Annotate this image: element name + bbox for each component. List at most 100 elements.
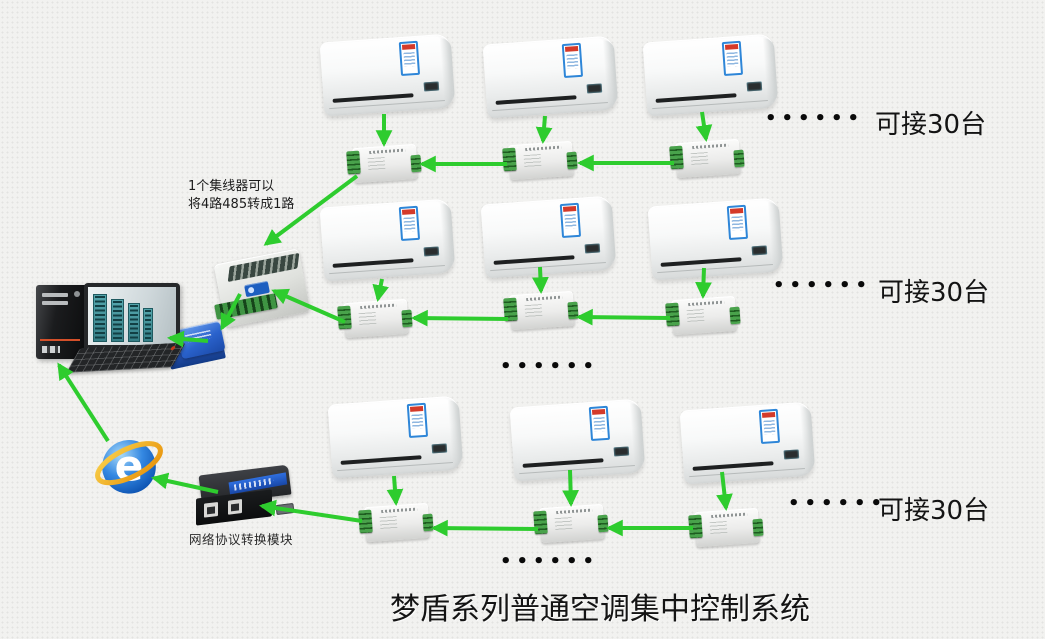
- ac-endcap: [600, 199, 617, 267]
- air-conditioner: [482, 35, 619, 119]
- ac-body: [319, 33, 456, 117]
- ac-body: [642, 33, 779, 117]
- ac-endcap: [762, 37, 779, 105]
- air-conditioner: [327, 395, 464, 479]
- terminal-block: [337, 305, 352, 330]
- controller-markings: [524, 304, 543, 320]
- arrow-controller-chain: [410, 309, 509, 327]
- rj45-port: [228, 499, 242, 515]
- ac-display: [613, 446, 629, 457]
- air-conditioner: [509, 398, 646, 482]
- controller-label: [360, 303, 397, 310]
- row3-capacity-label: 可接30台: [878, 496, 990, 526]
- arrow-ac-to-controller: [535, 115, 553, 145]
- controller-label: [369, 148, 406, 155]
- ie-logo-svg: e: [95, 440, 163, 494]
- air-conditioner: [319, 198, 456, 282]
- energy-label-sticker: [759, 408, 781, 445]
- terminal-block: [503, 297, 518, 322]
- terminal-block: [358, 509, 373, 534]
- ac-controller-module: [533, 503, 609, 544]
- ac-display: [584, 243, 600, 254]
- ac-body: [482, 35, 619, 119]
- ac-body: [509, 398, 646, 482]
- controller-body: [674, 138, 742, 179]
- terminal-block: [688, 514, 703, 539]
- internet-explorer-icon: e: [92, 428, 166, 502]
- ac-controller-module: [346, 143, 422, 184]
- energy-label-sticker: [589, 405, 611, 442]
- controller-markings: [686, 309, 705, 325]
- ac-body: [480, 195, 617, 279]
- arrow-controller-chain: [430, 519, 539, 537]
- ac-controller-module: [503, 290, 579, 331]
- controller-label: [381, 507, 418, 514]
- ac-body: [319, 198, 456, 282]
- controller-label: [711, 512, 748, 519]
- ac-display: [746, 81, 762, 92]
- terminal-block: [752, 518, 764, 537]
- server-rack-image: [110, 298, 125, 342]
- controller-body: [342, 298, 410, 339]
- terminal-block: [346, 150, 361, 175]
- controller-label: [692, 143, 729, 150]
- terminal-block: [422, 513, 434, 532]
- terminal-block: [665, 302, 680, 327]
- ac-controller-module: [337, 298, 413, 339]
- ac-air-vent: [332, 258, 414, 269]
- arrow-ac-to-controller: [695, 111, 713, 142]
- diagram-title: 梦盾系列普通空调集中控制系统: [390, 592, 810, 627]
- ac-display: [586, 83, 602, 94]
- ac-endcap: [439, 202, 456, 270]
- bottom-ellipsis-dots: ••••••: [500, 551, 600, 572]
- ac-air-vent: [655, 93, 737, 104]
- row3-ellipsis-dots: ••••••: [788, 493, 888, 514]
- ac-controller-module: [502, 140, 578, 181]
- controller-body: [670, 295, 738, 336]
- controller-label: [525, 145, 562, 152]
- network-module-label: 网络协议转换模块: [189, 532, 294, 547]
- ac-body: [647, 197, 784, 281]
- arrow-ac-to-controller: [386, 475, 404, 507]
- ac-air-vent: [332, 93, 414, 104]
- terminal-block: [567, 301, 579, 320]
- energy-label-sticker: [560, 202, 582, 239]
- energy-label-sticker: [399, 40, 421, 77]
- terminal-block: [401, 309, 413, 328]
- energy-label-sticker: [727, 204, 749, 241]
- energy-label-sticker: [399, 205, 421, 242]
- drive-bay: [42, 301, 68, 305]
- power-button-icon: [74, 291, 80, 297]
- ac-air-vent: [660, 257, 742, 268]
- controller-markings: [358, 312, 377, 328]
- air-conditioner: [679, 401, 816, 485]
- controller-label: [526, 295, 563, 302]
- air-conditioner: [480, 195, 617, 279]
- ac-endcap: [447, 399, 464, 467]
- tower-accent-line: [40, 339, 80, 341]
- controller-body: [538, 503, 606, 544]
- ac-endcap: [767, 201, 784, 269]
- rj45-port: [204, 501, 218, 518]
- arrow-ac-to-controller: [372, 278, 389, 302]
- controller-body: [351, 143, 419, 184]
- controller-body: [693, 507, 761, 548]
- ac-display: [423, 81, 439, 92]
- ac-controller-module: [665, 295, 741, 336]
- ac-display: [431, 443, 447, 454]
- server-rack-image: [127, 303, 140, 342]
- controller-markings: [523, 154, 542, 170]
- energy-label-sticker: [722, 40, 744, 77]
- ac-endcap: [602, 39, 619, 107]
- controller-body: [363, 502, 431, 543]
- ac-display: [423, 246, 439, 257]
- controller-markings: [709, 521, 728, 537]
- arrow-controller-chain: [575, 308, 671, 326]
- monitor-frame: [84, 283, 180, 351]
- controller-body: [507, 140, 575, 181]
- rs485-hub-device: [213, 248, 311, 328]
- row2-capacity-label: 可接30台: [878, 278, 990, 308]
- controller-markings: [554, 517, 573, 533]
- middle-ellipsis-dots: ••••••: [500, 356, 600, 377]
- server-rack-image: [142, 307, 154, 342]
